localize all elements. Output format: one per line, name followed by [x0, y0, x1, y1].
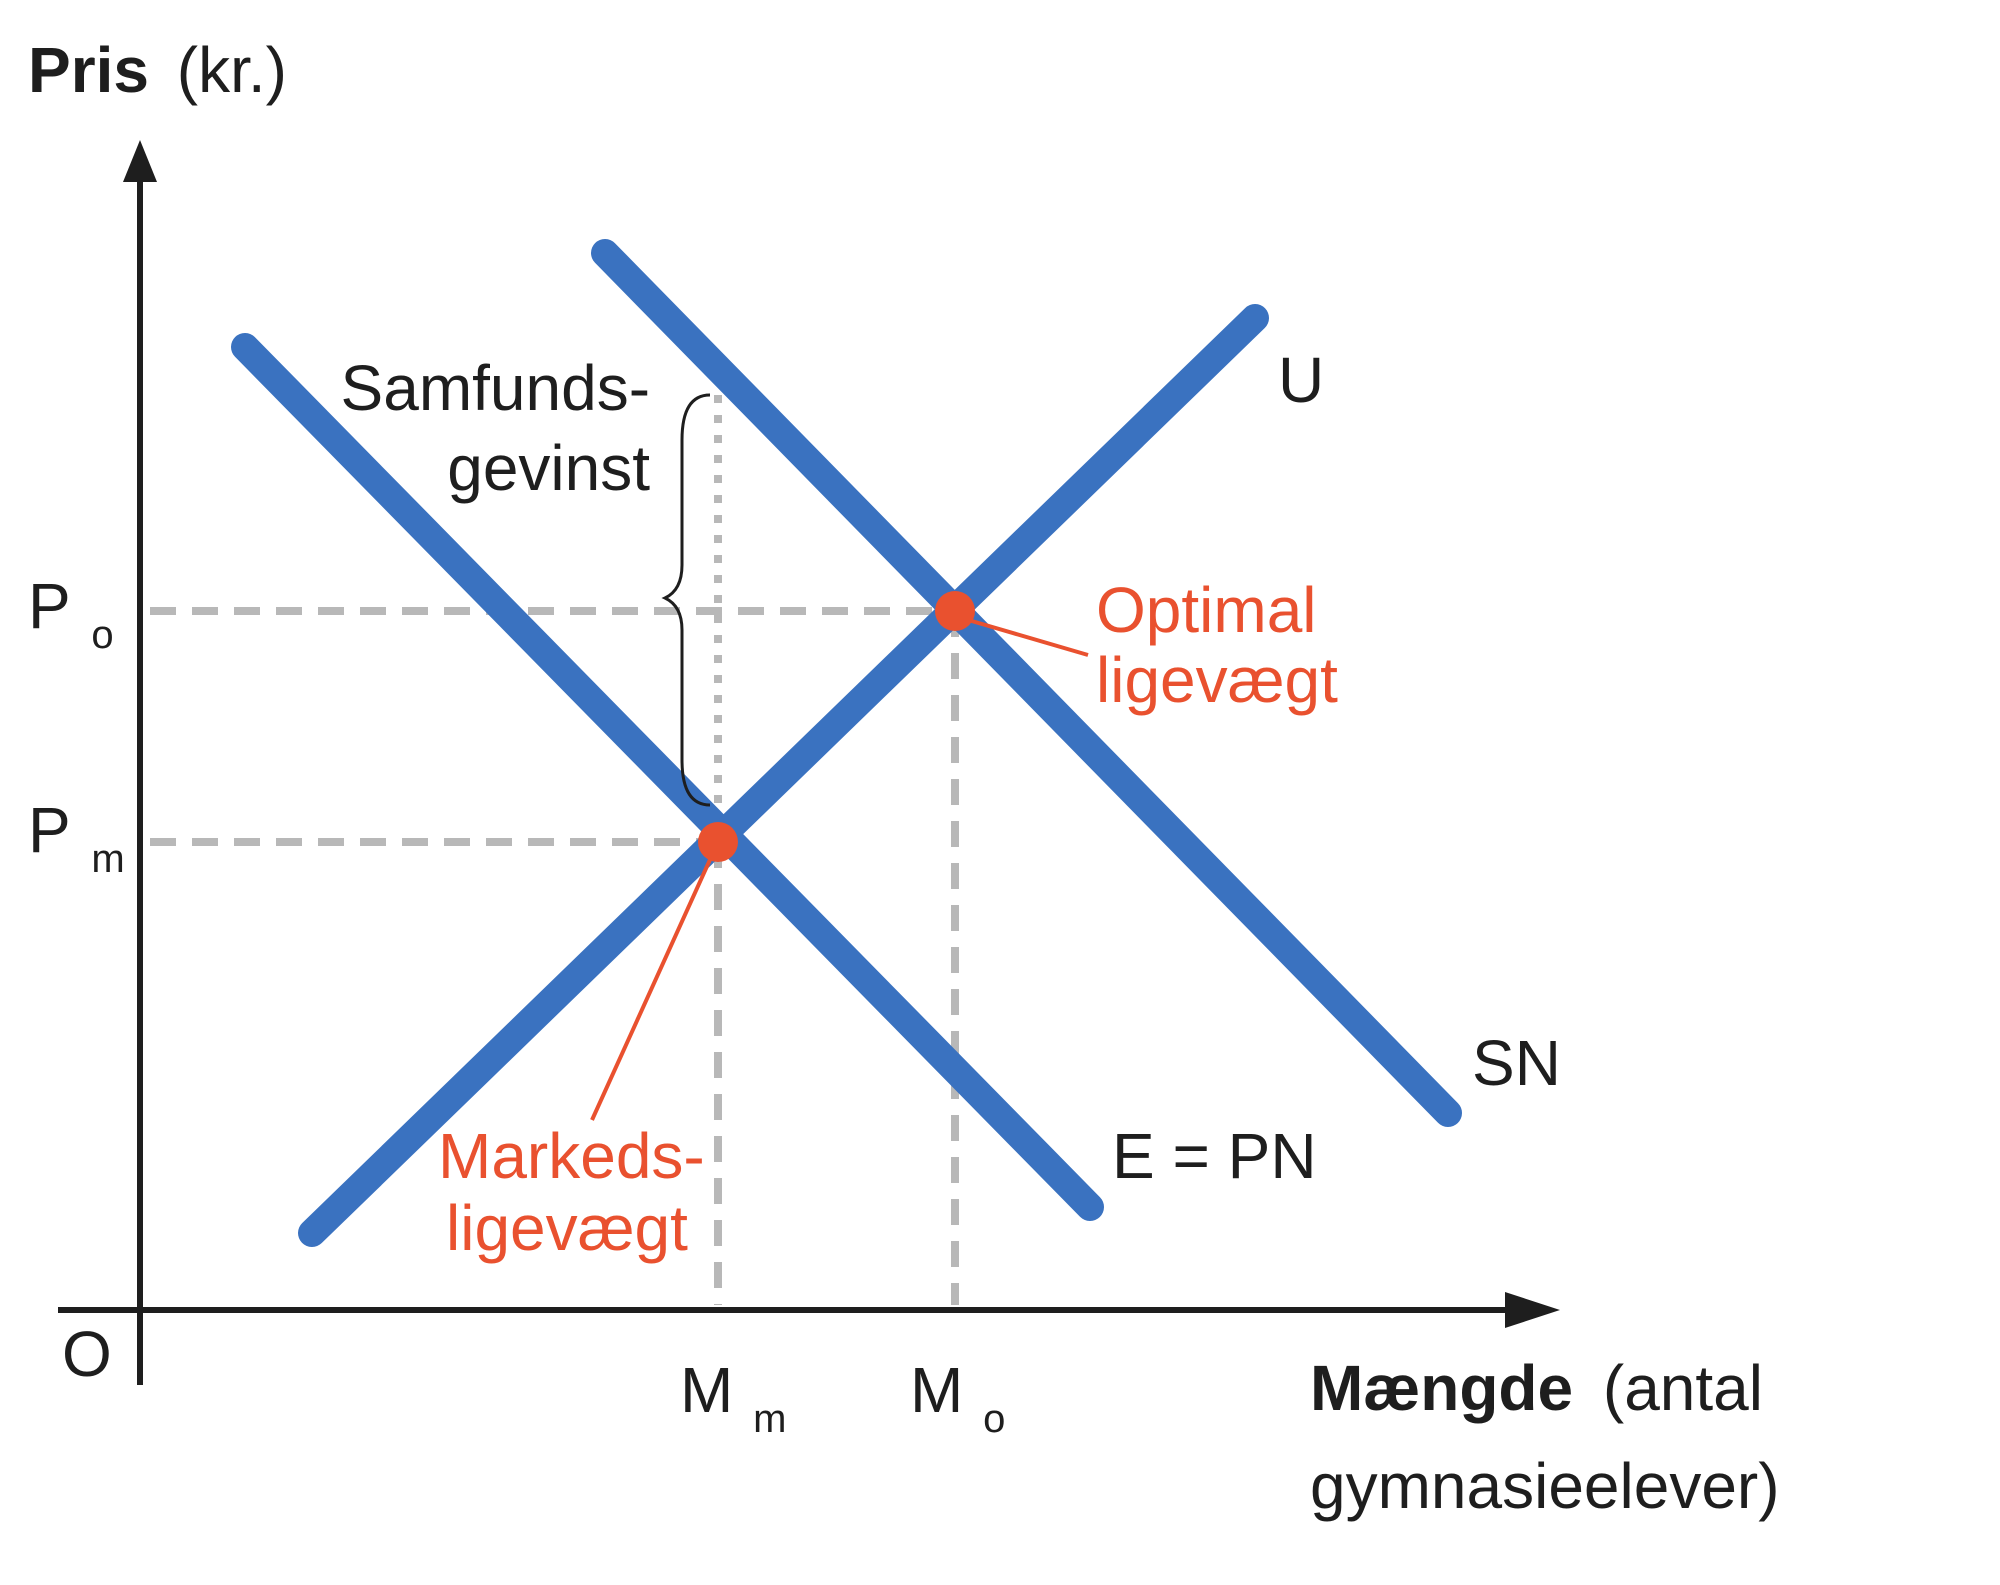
curves	[231, 239, 1462, 1247]
x-tick-mm-main: M	[680, 1354, 733, 1426]
gain-label-line2: gevinst	[447, 432, 650, 504]
y-axis-arrowhead	[123, 140, 157, 182]
gain-brace	[661, 393, 711, 807]
market-pointer	[590, 841, 720, 1121]
y-tick-pm-sub: m	[91, 837, 124, 881]
optimal-label-line1: Optimal	[1096, 574, 1317, 646]
curve-e-pn	[231, 333, 1104, 1221]
x-tick-mo-sub: o	[983, 1397, 1005, 1441]
y-axis-title: Pris (kr.)	[28, 34, 287, 106]
curve-u	[298, 304, 1269, 1247]
origin-label: O	[62, 1318, 112, 1390]
optimal-pointer	[957, 615, 1089, 657]
optimal-equilibrium-point	[935, 591, 975, 631]
curve-label-sn: SN	[1472, 1027, 1561, 1099]
market-label-line1: Markeds-	[438, 1120, 705, 1192]
x-tick-mm: M m	[680, 1354, 786, 1441]
y-tick-pm: P m	[28, 794, 125, 881]
x-tick-mo-main: M	[910, 1354, 963, 1426]
x-tick-mo: M o	[910, 1354, 1005, 1441]
x-axis-title-line1: Mængde (antal	[1310, 1352, 1763, 1424]
curve-label-e-pn: E = PN	[1112, 1120, 1317, 1192]
x-tick-mm-sub: m	[753, 1397, 786, 1441]
guide-lines	[150, 395, 959, 1305]
y-axis-title-unit: (kr.)	[177, 34, 287, 106]
x-axis-title-bold: Mængde	[1310, 1352, 1573, 1424]
x-axis-title-rest-1: (antal	[1603, 1352, 1763, 1424]
y-tick-po-sub: o	[91, 613, 113, 657]
gain-label-line1: Samfunds-	[341, 352, 650, 424]
y-tick-pm-main: P	[28, 794, 70, 866]
y-tick-po-main: P	[28, 570, 70, 642]
axes	[58, 175, 1520, 1385]
x-axis-arrowhead	[1505, 1292, 1560, 1328]
curve-sn	[591, 239, 1462, 1127]
optimal-label-line2: ligevægt	[1096, 644, 1338, 716]
curve-label-u: U	[1278, 344, 1324, 416]
market-equilibrium-point	[698, 822, 738, 862]
market-label-line2: ligevægt	[446, 1192, 688, 1264]
x-axis-title-line2: gymnasieelever)	[1310, 1450, 1780, 1522]
y-axis-title-bold: Pris	[28, 34, 149, 106]
y-tick-po: P o	[28, 570, 114, 657]
